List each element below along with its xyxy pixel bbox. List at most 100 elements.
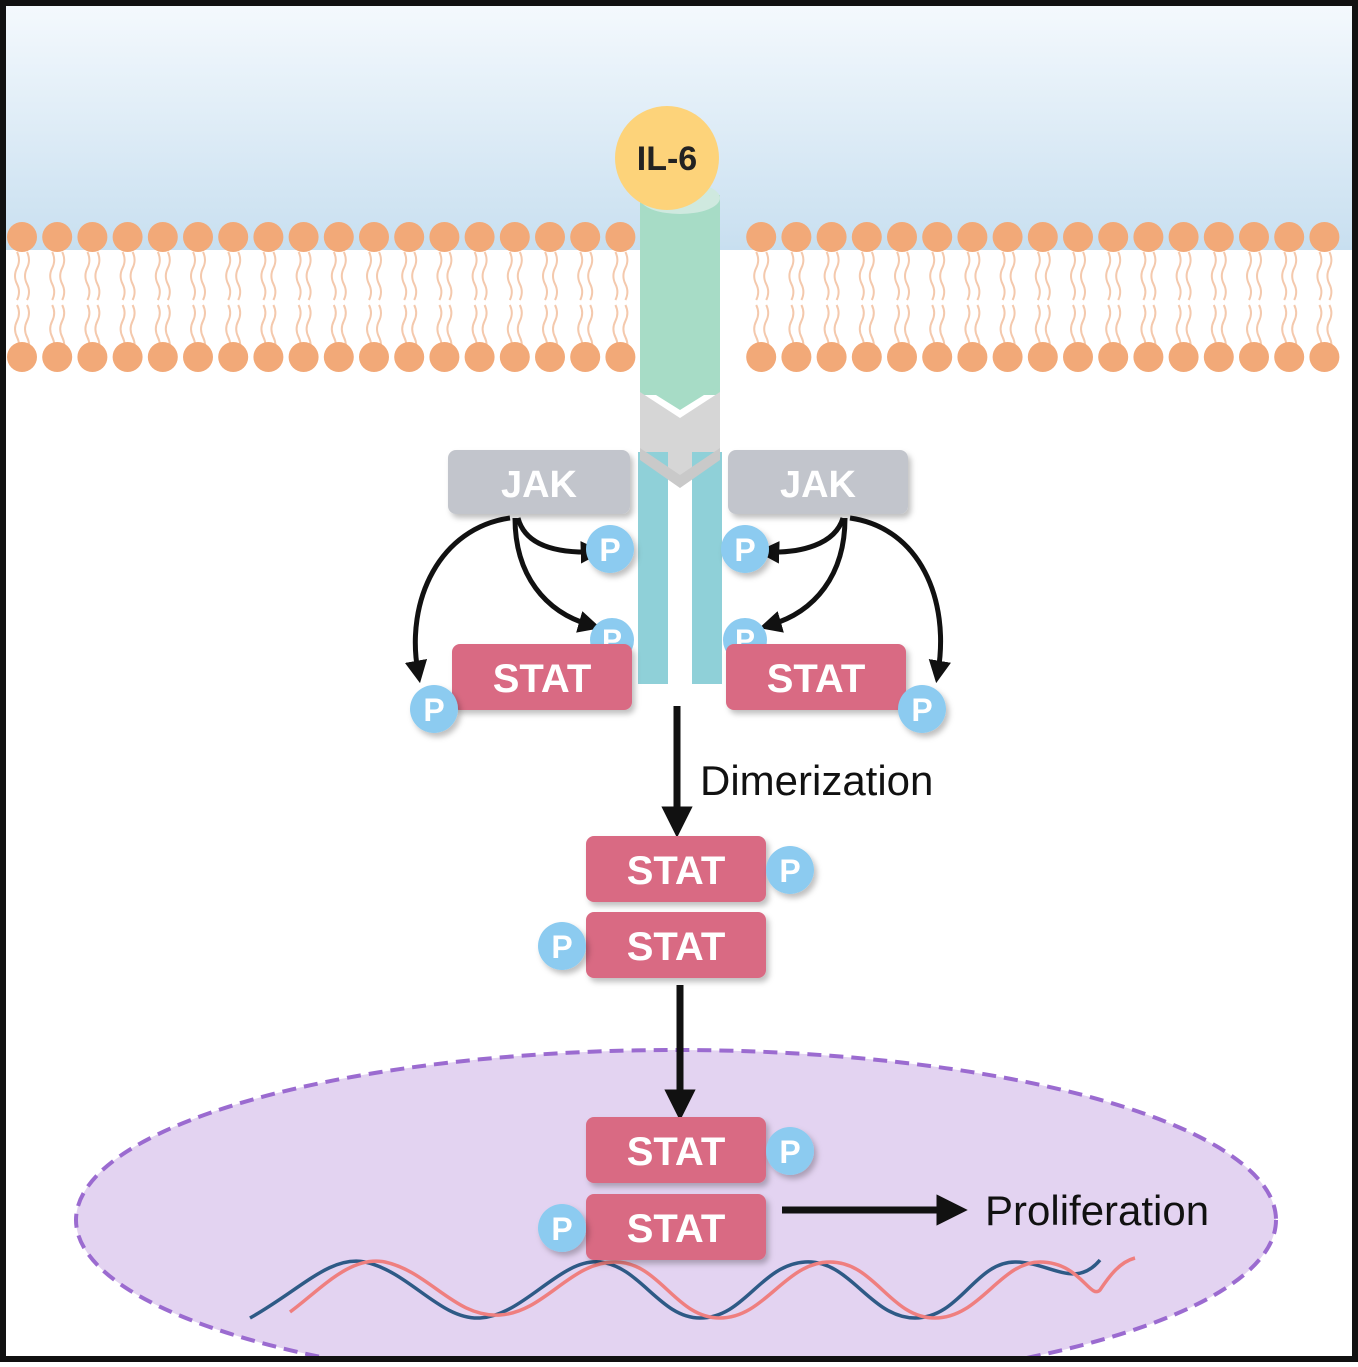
lipid-head bbox=[288, 222, 319, 252]
phospho-label: P bbox=[779, 1134, 800, 1170]
lipid-head bbox=[1274, 222, 1305, 252]
lipid-head bbox=[957, 342, 988, 372]
lipid-head bbox=[1027, 222, 1058, 252]
lipid-head bbox=[429, 222, 460, 252]
lipid-tail bbox=[49, 251, 56, 301]
dna-strand-blue bbox=[249, 1258, 1102, 1320]
phospho-label: P bbox=[423, 692, 444, 728]
lipid-head bbox=[746, 342, 777, 372]
lipid-tail bbox=[1105, 251, 1112, 301]
lipid-head bbox=[570, 342, 601, 372]
lipid-tail bbox=[295, 251, 302, 301]
lipid-head bbox=[323, 222, 354, 252]
lipid-head bbox=[957, 222, 988, 252]
receptor-phospho-right-upper bbox=[721, 525, 769, 573]
stat-dimer-top bbox=[586, 836, 766, 902]
lipid-head bbox=[77, 222, 108, 252]
lipid-tail bbox=[1044, 251, 1051, 301]
lipid-head bbox=[323, 342, 354, 372]
lipid-head bbox=[464, 342, 495, 372]
lipid-tail bbox=[788, 251, 795, 301]
lipid-head bbox=[781, 222, 812, 252]
lipid-head bbox=[922, 222, 953, 252]
svg-text:IL-6: IL-6 bbox=[637, 140, 697, 178]
receptor-phospho-left-upper bbox=[586, 525, 634, 573]
lipid-tail bbox=[94, 251, 101, 301]
lipid-tail bbox=[1150, 251, 1157, 301]
lipid-head bbox=[1203, 342, 1234, 372]
jak-right-label: JAK bbox=[780, 464, 857, 506]
lipid-tail bbox=[1070, 251, 1076, 301]
il6-ligand: IL-6 bbox=[615, 106, 719, 210]
lipid-head bbox=[535, 222, 565, 252]
lipid-head bbox=[1098, 222, 1129, 252]
jak-phosphorylation-arrows bbox=[404, 515, 951, 684]
lipid-tail bbox=[929, 251, 936, 301]
lipid-tail bbox=[260, 251, 267, 301]
lipid-head bbox=[359, 342, 389, 372]
receptor-connector-tip bbox=[640, 448, 720, 488]
lipid-tail bbox=[119, 251, 126, 301]
lipid-head bbox=[887, 342, 917, 372]
lipid-head bbox=[1133, 342, 1164, 372]
lipid-tail bbox=[823, 251, 830, 301]
arrow-jak-right-to-stat bbox=[759, 517, 848, 633]
receptor-extracellular-domain bbox=[640, 195, 720, 395]
lipid-head bbox=[1274, 342, 1305, 372]
lipid-tail bbox=[868, 251, 875, 301]
nuclear-stat-top-label: STAT bbox=[627, 1130, 726, 1174]
lipid-head bbox=[359, 222, 389, 252]
lipid-tail bbox=[1009, 251, 1016, 301]
lipid-tail bbox=[798, 251, 805, 301]
lipid-tail bbox=[904, 251, 910, 301]
lipid-tail bbox=[129, 251, 136, 301]
lipid-head bbox=[1063, 222, 1093, 252]
lipid-tail bbox=[305, 251, 312, 301]
dimerization-label: Dimerization bbox=[700, 757, 933, 804]
lipid-tail bbox=[471, 251, 478, 301]
lipid-head bbox=[605, 342, 636, 372]
lipid-head bbox=[7, 342, 37, 372]
lipid-tail bbox=[59, 251, 66, 301]
arrow-jak-left-to-receptor-p bbox=[515, 517, 604, 564]
lipid-head bbox=[112, 222, 143, 252]
lipid-tail bbox=[154, 251, 161, 301]
lipid-tail bbox=[366, 251, 372, 301]
dna-strand-red bbox=[288, 1256, 1136, 1320]
stat-dimer-bottom-phospho bbox=[538, 922, 586, 970]
lipid-head bbox=[535, 342, 565, 372]
lipid-tail bbox=[894, 251, 900, 301]
stat-right-phospho bbox=[898, 685, 946, 733]
lipid-head bbox=[781, 342, 812, 372]
jak-left-label: JAK bbox=[501, 464, 578, 506]
stat-left bbox=[452, 644, 632, 710]
jak-left bbox=[448, 450, 630, 514]
lipid-tail bbox=[340, 251, 347, 301]
phospho-label: P bbox=[734, 532, 755, 568]
lipid-tail bbox=[24, 251, 30, 301]
arrow-jak-left-to-stat-p bbox=[404, 515, 511, 684]
lipid-tail bbox=[964, 251, 971, 301]
lipid-head bbox=[288, 342, 319, 372]
lipid-tail bbox=[235, 251, 242, 301]
stat-dimer-bottom-label: STAT bbox=[627, 925, 726, 969]
lipid-tail bbox=[1140, 251, 1147, 301]
lipid-head bbox=[1098, 342, 1129, 372]
lipid-head bbox=[1309, 222, 1340, 252]
lipid-head bbox=[816, 342, 847, 372]
lipid-head bbox=[992, 342, 1023, 372]
lipid-tail bbox=[1220, 251, 1227, 301]
lipid-head bbox=[816, 222, 847, 252]
lipid-head bbox=[218, 342, 249, 372]
lipid-head bbox=[1063, 342, 1093, 372]
lipid-head bbox=[1133, 222, 1164, 252]
lipid-head bbox=[570, 222, 601, 252]
lipid-head bbox=[253, 222, 284, 252]
lipid-tail bbox=[1175, 251, 1182, 301]
nuclear-stat-top bbox=[586, 1117, 766, 1183]
stat-left-phospho bbox=[410, 685, 458, 733]
receptor-chain-right bbox=[692, 452, 722, 684]
arrow-jak-right-to-receptor-p bbox=[756, 517, 846, 564]
lipid-tail bbox=[330, 251, 337, 301]
